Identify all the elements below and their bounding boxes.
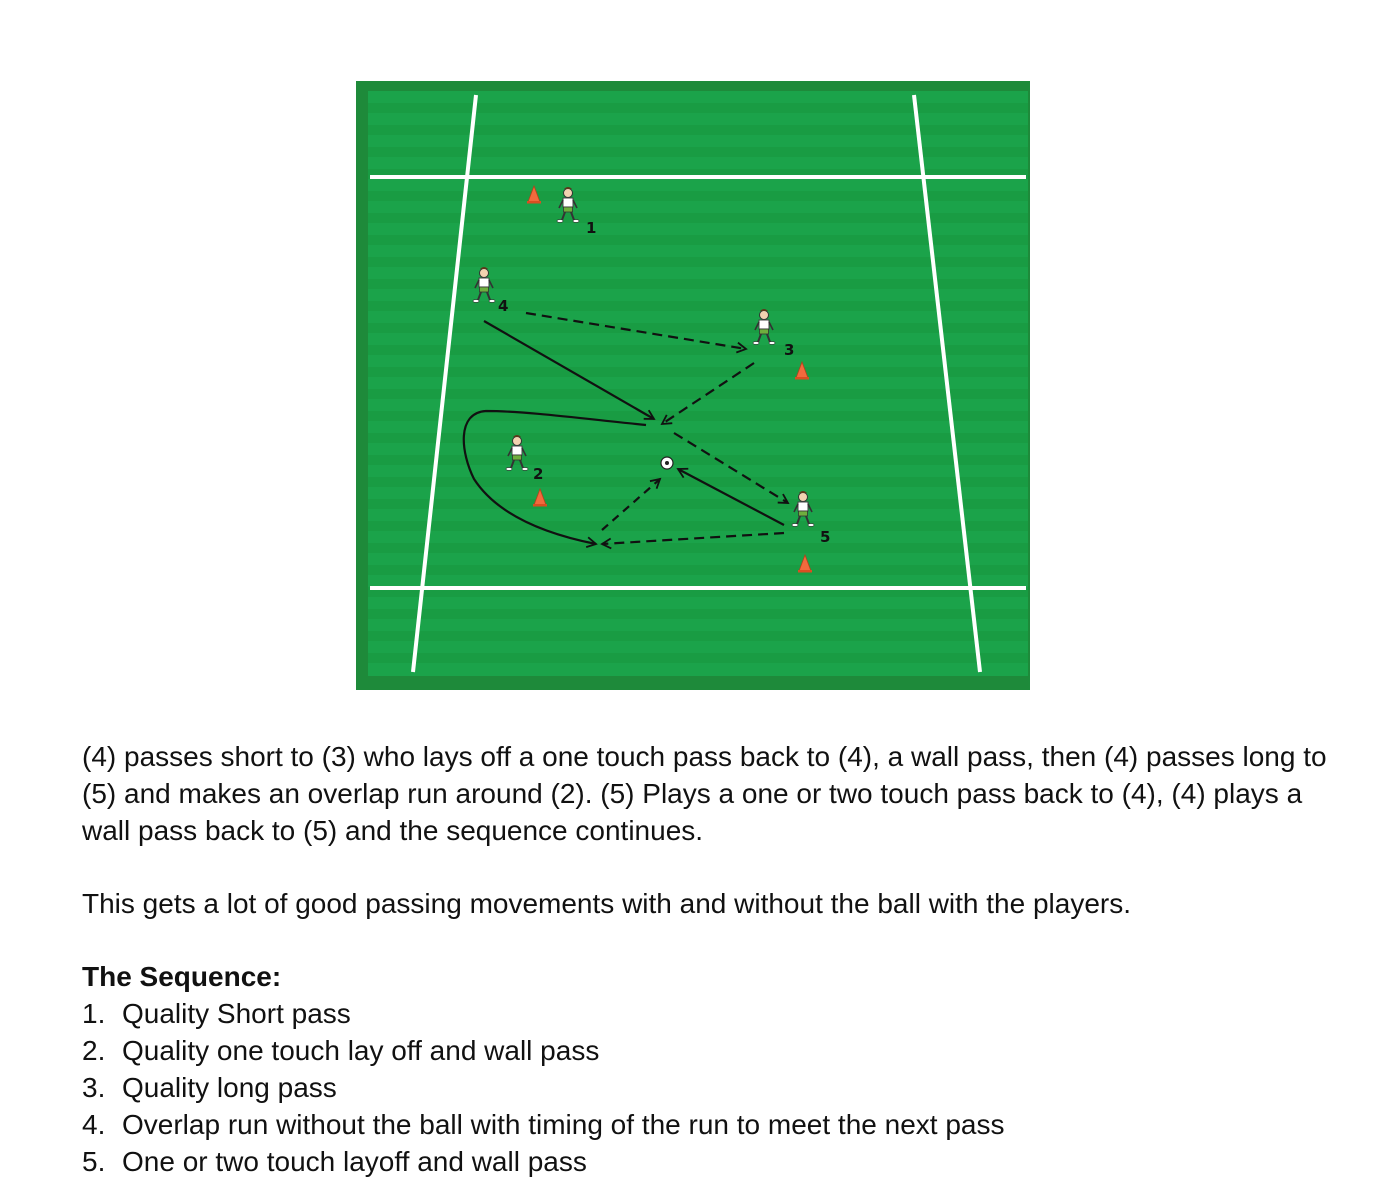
- list-item: 5. One or two touch layoff and wall pass: [82, 1143, 1332, 1180]
- player-label: 1: [586, 219, 596, 237]
- list-text: Quality Short pass: [122, 998, 351, 1029]
- list-number: 2.: [82, 1035, 106, 1066]
- list-text: Quality long pass: [122, 1072, 337, 1103]
- player-5: 5: [791, 490, 830, 546]
- player-label: 4: [498, 297, 508, 315]
- list-text: One or two touch layoff and wall pass: [122, 1146, 587, 1177]
- player-3: 3: [752, 308, 794, 359]
- list-item: 4. Overlap run without the ball with timi…: [82, 1106, 1332, 1143]
- pass-3-to-4: [660, 362, 755, 426]
- list-number: 4.: [82, 1109, 106, 1140]
- player-1: 1: [556, 186, 596, 237]
- run-5-to-ball: [676, 467, 785, 526]
- drill-summary: This gets a lot of good passing movement…: [82, 888, 1132, 919]
- sequence-list: 1. Quality Short pass 2. Quality one touch…: [82, 995, 1332, 1180]
- list-item: 2. Quality one touch lay off and wall pas…: [82, 1032, 1332, 1069]
- pass-4-to-3: [525, 311, 748, 354]
- list-item: 3. Quality long pass: [82, 1069, 1332, 1106]
- list-text: Overlap run without the ball with timing…: [122, 1109, 1005, 1140]
- run-4-to-wall: [483, 320, 656, 420]
- drill-diagram: 1 4 3 2 5: [356, 81, 1030, 690]
- drill-description: (4) passes short to (3) who lays off a o…: [82, 741, 1327, 846]
- pass-5-to-4: [600, 531, 785, 550]
- field-surface: [368, 91, 1028, 676]
- pass-4-to-5: [673, 432, 790, 504]
- list-item: 1. Quality Short pass: [82, 995, 1332, 1032]
- left-sideline: [411, 94, 478, 673]
- ball-icon: [660, 456, 674, 470]
- player-4: 4: [472, 266, 508, 315]
- player-2: 2: [505, 434, 543, 483]
- sequence-heading: The Sequence:: [82, 961, 282, 992]
- field-lines: [370, 94, 1026, 673]
- player-label: 5: [820, 528, 830, 546]
- list-number: 3.: [82, 1072, 106, 1103]
- document-body: (4) passes short to (3) who lays off a o…: [82, 738, 1332, 1180]
- list-number: 1.: [82, 998, 106, 1029]
- player-label: 3: [784, 341, 794, 359]
- overlap-run-around-2: [462, 409, 647, 548]
- player-label: 2: [533, 465, 543, 483]
- list-number: 5.: [82, 1146, 106, 1177]
- right-sideline: [912, 94, 982, 673]
- pass-arrows: [462, 311, 790, 550]
- list-text: Quality one touch lay off and wall pass: [122, 1035, 600, 1066]
- field-stripes: [368, 103, 1028, 663]
